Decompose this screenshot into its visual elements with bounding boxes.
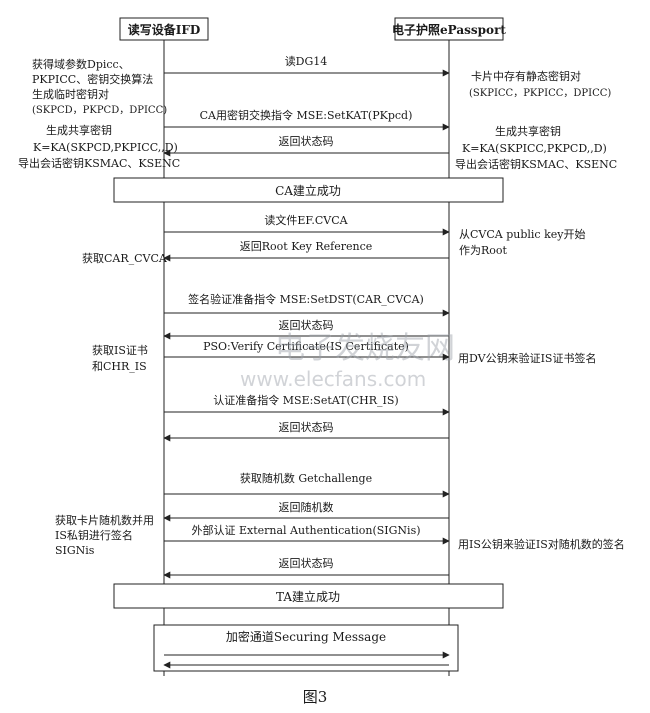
note-line: 导出会话密钥KSMAC、KSENC — [18, 156, 180, 170]
msg-label: 读文件EF.CVCA — [264, 213, 348, 227]
right-note-shared-key: 生成共享密钥 K=KA(SKPICC,PKPCD,,D) 导出会话密钥KSMAC… — [455, 124, 617, 171]
right-note-static-key: 卡片中存有静态密钥对 (SKPICC，PKPICC，DPICC) — [469, 69, 611, 99]
note-line: 和CHR_IS — [92, 360, 147, 373]
msg-return-root-key: 返回Root Key Reference — [163, 240, 449, 262]
msg-label: 认证准备指令 MSE:SetAT(CHR_IS) — [213, 393, 398, 407]
watermark-cn: 电子发烧友网 — [275, 331, 455, 366]
msg-return-status-2: 返回状态码 — [163, 318, 449, 340]
msg-label: 外部认证 External Authentication(SIGNis) — [191, 523, 420, 537]
right-note-cvca-root: 从CVCA public key开始 作为Root — [459, 227, 585, 257]
note-line: 作为Root — [459, 244, 508, 257]
msg-return-status-4: 返回状态码 — [163, 556, 449, 579]
note-line: K=KA(SKPCD,PKPICC,,D) — [33, 141, 178, 154]
note-line: 生成共享密钥 — [46, 123, 112, 137]
watermark-url: www.elecfans.com — [240, 367, 426, 391]
note-line: 从CVCA public key开始 — [459, 227, 585, 241]
note-line: 生成共享密钥 — [495, 124, 561, 138]
msg-label: 返回状态码 — [279, 420, 334, 434]
msg-mse-setkat: CA用密钥交换指令 MSE:SetKAT(PKpcd) — [164, 108, 450, 131]
right-note-dv-verify: 用DV公钥来验证IS证书签名 — [458, 351, 596, 365]
msg-pso-verify: PSO:Verify Certificate(IS Certificate) — [164, 340, 450, 361]
phase-secure-messaging: 加密通道Securing Message — [153, 624, 459, 672]
msg-mse-setdst: 签名验证准备指令 MSE:SetDST(CAR_CVCA) — [164, 292, 450, 317]
phase-label: CA建立成功 — [275, 183, 341, 198]
msg-label: CA用密钥交换指令 MSE:SetKAT(PKpcd) — [200, 108, 413, 122]
participant-epassport-label: 电子护照ePassport — [392, 22, 506, 37]
msg-label: 读DG14 — [285, 54, 328, 68]
msg-read-dg14: 读DG14 — [164, 54, 450, 77]
note-line: 获取CAR_CVCA — [82, 252, 168, 265]
note-line: SIGNis — [55, 544, 95, 557]
msg-return-status-1: 返回状态码 — [163, 134, 449, 157]
left-note-shared-key: 生成共享密钥 K=KA(SKPCD,PKPICC,,D) 导出会话密钥KSMAC… — [18, 123, 180, 170]
note-line: 卡片中存有静态密钥对 — [471, 69, 581, 83]
phase-ta-established: TA建立成功 — [113, 583, 504, 609]
msg-external-auth: 外部认证 External Authentication(SIGNis) — [164, 523, 450, 545]
note-line: (SKPCD，PKPCD，DPICC) — [32, 105, 167, 116]
note-line: 获取IS证书 — [92, 344, 148, 357]
msg-label: 获取随机数 Getchallenge — [240, 471, 372, 485]
phase-label: 加密通道Securing Message — [226, 629, 386, 644]
note-line: IS私钥进行签名 — [55, 528, 133, 542]
participant-ifd: 读写设备IFD — [119, 17, 209, 41]
msg-label: 返回状态码 — [279, 318, 334, 332]
phase-ca-established: CA建立成功 — [113, 177, 504, 203]
note-line: (SKPICC，PKPICC，DPICC) — [469, 88, 611, 99]
figure-caption: 图3 — [303, 688, 328, 706]
left-note-random-sign: 获取卡片随机数并用 IS私钥进行签名 SIGNis — [55, 513, 154, 557]
participant-ifd-label: 读写设备IFD — [128, 22, 201, 37]
phase-label: TA建立成功 — [276, 589, 340, 604]
msg-getchallenge: 获取随机数 Getchallenge — [164, 471, 450, 498]
note-line: PKPICC、密钥交换算法 — [32, 72, 153, 86]
msg-label: 返回Root Key Reference — [240, 240, 372, 253]
msg-label: PSO:Verify Certificate(IS Certificate) — [203, 340, 409, 353]
left-note-domain-params: 获得域参数Dpicc、 PKPICC、密钥交换算法 生成临时密钥对 (SKPCD… — [32, 57, 167, 116]
msg-read-ef-cvca: 读文件EF.CVCA — [164, 213, 450, 236]
note-line: 用IS公钥来验证IS对随机数的签名 — [458, 537, 625, 551]
msg-return-random: 返回随机数 — [163, 500, 449, 522]
note-line: 导出会话密钥KSMAC、KSENC — [455, 157, 617, 171]
note-line: K=KA(SKPICC,PKPCD,,D) — [462, 142, 607, 155]
left-note-car-cvca: 获取CAR_CVCA — [82, 252, 168, 265]
msg-label: 返回状态码 — [279, 134, 334, 148]
note-line: 生成临时密钥对 — [32, 87, 109, 101]
msg-mse-setat: 认证准备指令 MSE:SetAT(CHR_IS) — [164, 393, 450, 416]
right-note-is-verify: 用IS公钥来验证IS对随机数的签名 — [458, 537, 625, 551]
note-line: 获取卡片随机数并用 — [55, 513, 154, 527]
msg-label: 签名验证准备指令 MSE:SetDST(CAR_CVCA) — [188, 292, 424, 306]
msg-label: 返回随机数 — [279, 500, 334, 514]
left-note-is-cert: 获取IS证书 和CHR_IS — [92, 344, 148, 373]
watermark: 电子发烧友网 www.elecfans.com — [240, 331, 455, 391]
msg-return-status-3: 返回状态码 — [163, 420, 449, 442]
note-line: 用DV公钥来验证IS证书签名 — [458, 351, 596, 365]
participant-epassport: 电子护照ePassport — [392, 17, 506, 41]
msg-label: 返回状态码 — [279, 556, 334, 570]
note-line: 获得域参数Dpicc、 — [32, 57, 130, 71]
